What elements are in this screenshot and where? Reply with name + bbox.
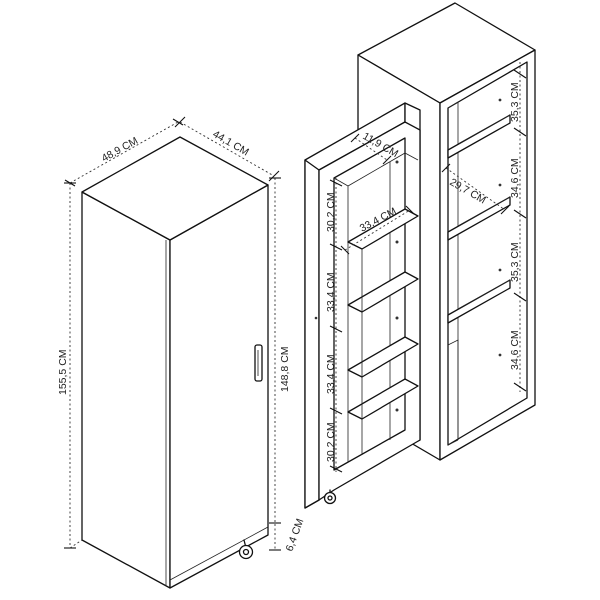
wheel-icon	[238, 539, 254, 560]
pullout-drawer	[304, 102, 421, 509]
closed-height-label: 155,5 CM	[57, 349, 69, 395]
drawer-wheel-icon	[323, 489, 337, 505]
drawer-compartment-2-label: 33,4 CM	[325, 272, 337, 312]
drawer-compartment-3-label: 33,4 CM	[325, 354, 337, 394]
shelf-gap-3-label: 35,3 CM	[509, 242, 521, 282]
cabinet-top	[81, 136, 269, 241]
cabinet-side-panel	[169, 184, 269, 589]
wheel-height-label: 6,4 CM	[284, 517, 307, 553]
closed-depth-label: 48,9 CM	[100, 135, 141, 165]
door-height-label: 148,8 CM	[279, 346, 291, 392]
drawer-shelf	[347, 208, 419, 250]
closed-cabinet	[81, 136, 269, 589]
shelf-gap-1-label: 35,3 CM	[509, 82, 521, 122]
shelf-gap-2-label: 34,6 CM	[509, 158, 521, 198]
cabinet-door	[81, 191, 171, 589]
drawer-shelf	[347, 271, 419, 313]
drawer-compartment-4-label: 30,2 CM	[325, 422, 337, 462]
drawer-shelf	[347, 378, 419, 420]
door-handle	[254, 344, 263, 382]
drawer-compartment-1-label: 30,2 CM	[325, 192, 337, 232]
drawer-shelf	[347, 336, 419, 378]
shelf-gap-4-label: 34,6 CM	[509, 330, 521, 370]
